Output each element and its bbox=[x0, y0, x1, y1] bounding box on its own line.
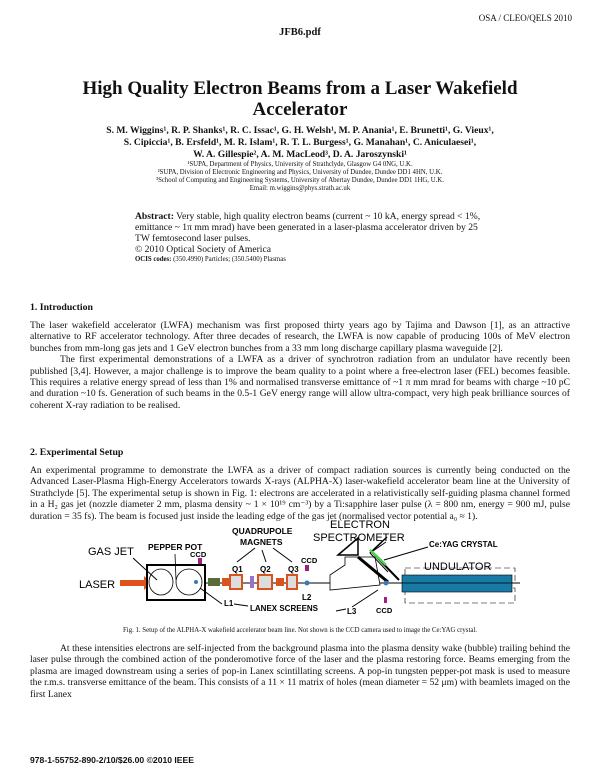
quadrupole-q3 bbox=[286, 574, 298, 590]
author-line: S. Cipiccia¹, B. Ersfeld¹, M. R. Islam¹,… bbox=[123, 137, 477, 148]
gas-jet-chamber bbox=[148, 568, 174, 596]
copyright: © 2010 Optical Society of America bbox=[135, 244, 271, 255]
ocis-label: OCIS codes: bbox=[135, 256, 172, 263]
abstract: Abstract: Very stable, high quality elec… bbox=[135, 211, 490, 264]
quadrupole-q2 bbox=[257, 574, 273, 590]
abstract-text: Very stable, high quality electron beams… bbox=[135, 211, 481, 244]
spectrometer-magnet bbox=[329, 556, 381, 591]
label-l2: L2 bbox=[302, 593, 312, 602]
ccd-icon bbox=[305, 565, 309, 571]
ocis-codes: (350.4990) Particles; (350.5400) Plasmas bbox=[173, 256, 286, 263]
abstract-label: Abstract: bbox=[135, 211, 174, 222]
paragraph: The first experimental demonstrations of… bbox=[30, 354, 570, 411]
label-l1: L1 bbox=[224, 599, 234, 608]
paragraph: The laser wakefield accelerator (LWFA) m… bbox=[30, 320, 570, 354]
label-laser: LASER bbox=[79, 579, 115, 591]
label-undulator: UNDULATOR bbox=[424, 561, 491, 573]
email[interactable]: Email: m.wiggins@phys.strath.ac.uk bbox=[249, 185, 351, 192]
figure-setup-diagram: LASER GAS JET PEPPER POT CCD Q1 Q2 Q3 QU… bbox=[79, 519, 520, 616]
label-ccd: CCD bbox=[376, 606, 393, 615]
figure-caption: Fig. 1. Setup of the ALPHA-X wakefield a… bbox=[123, 627, 477, 634]
section-experimental-setup: An experimental programme to demonstrate… bbox=[30, 465, 570, 522]
label-magnets: MAGNETS bbox=[240, 537, 283, 547]
label-lanex-screens: LANEX SCREENS bbox=[250, 604, 319, 613]
conference-header: OSA / CLEO/QELS 2010 bbox=[478, 13, 572, 23]
closing-section: At these intensities electrons are self-… bbox=[30, 643, 570, 700]
label-q1: Q1 bbox=[232, 565, 243, 574]
section-heading: 2. Experimental Setup bbox=[30, 447, 124, 458]
label-ccd: CCD bbox=[190, 550, 207, 559]
label-q3: Q3 bbox=[288, 565, 299, 574]
label-gas-jet: GAS JET bbox=[88, 546, 134, 558]
label-spectrometer: SPECTROMETER bbox=[313, 532, 405, 544]
footer-isbn: 978-1-55752-890-2/10/$26.00 ©2010 IEEE bbox=[30, 755, 195, 765]
lanex-l2 bbox=[304, 580, 310, 586]
label-pepper-pot: PEPPER POT bbox=[148, 542, 203, 552]
quadrupole-q1 bbox=[229, 574, 243, 590]
lanex-l1 bbox=[194, 580, 198, 584]
file-name: JFB6.pdf bbox=[279, 27, 321, 38]
affiliation: ³School of Computing and Engineering Sys… bbox=[156, 177, 444, 184]
label-quadrupole: QUADRUPOLE bbox=[232, 526, 293, 536]
ccd-icon bbox=[384, 597, 387, 603]
lanex-l3 bbox=[383, 580, 389, 586]
undulator bbox=[401, 574, 513, 593]
label-electron: ELECTRON bbox=[330, 519, 390, 531]
paper-title: High Quality Electron Beams from a Laser… bbox=[82, 78, 518, 120]
section-heading: 1. Introduction bbox=[30, 302, 93, 313]
ceyag-crystal bbox=[369, 549, 387, 566]
label-q2: Q2 bbox=[260, 565, 271, 574]
label-ccd: CCD bbox=[301, 556, 318, 565]
paragraph: At these intensities electrons are self-… bbox=[30, 643, 570, 700]
label-l3: L3 bbox=[347, 607, 357, 616]
author-line: S. M. Wiggins¹, R. P. Shanks¹, R. C. Iss… bbox=[106, 125, 494, 136]
laser-arrow-icon bbox=[120, 580, 144, 586]
author-line: W. A. Gillespie², A. M. MacLeod³, D. A. … bbox=[193, 149, 407, 160]
ccd-icon bbox=[198, 558, 202, 564]
section-introduction: The laser wakefield accelerator (LWFA) m… bbox=[30, 320, 570, 411]
paragraph: An experimental programme to demonstrate… bbox=[30, 465, 570, 522]
affiliation: ²SUPA, Division of Electronic Engineerin… bbox=[157, 169, 443, 176]
affiliation: ¹SUPA, Department of Physics, University… bbox=[187, 161, 413, 168]
affiliations: ¹SUPA, Department of Physics, University… bbox=[40, 161, 560, 193]
pepper-pot-chamber bbox=[175, 568, 203, 596]
label-ceyag-crystal: Ce:YAG CRYSTAL bbox=[429, 540, 498, 549]
author-list: S. M. Wiggins¹, R. P. Shanks¹, R. C. Iss… bbox=[40, 125, 560, 161]
